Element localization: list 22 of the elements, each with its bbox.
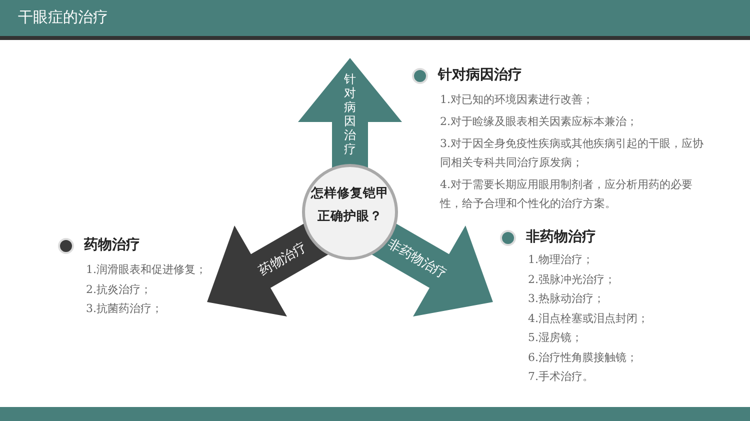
list-item: 3.热脉动治疗； xyxy=(528,291,606,307)
list-item: 1.润滑眼表和促进修复； xyxy=(86,262,208,278)
list-item: 2.对于睑缘及眼表相关因素应标本兼治； xyxy=(440,114,638,130)
question-text: 怎样修复铠甲正确护眼？ xyxy=(311,184,389,225)
list-item: 3.对于因全身免疫性疾病或其他疾病引起的干眼，应协同相关专科共同治疗原发病； xyxy=(440,136,704,171)
section-heading: 非药物治疗 xyxy=(526,228,596,246)
list-item: 4.泪点栓塞或泪点封闭； xyxy=(528,310,650,326)
arrow-label: 药物治疗 xyxy=(256,238,310,281)
list-item: 1.对已知的环境因素进行改善； xyxy=(440,92,594,108)
list-item: 2.强脉冲光治疗； xyxy=(528,272,616,288)
section-heading: 针对病因治疗 xyxy=(438,66,522,84)
list-item: 4.对于需要长期应用眼用制剂者，应分析用药的必要性，给予合理和个性化的治疗方案。 xyxy=(440,177,694,212)
list-item: 3.抗菌药治疗； xyxy=(86,301,164,317)
list-item: 6.治疗性角膜接触镜； xyxy=(528,350,638,366)
page-title: 干眼症的治疗 xyxy=(18,8,108,27)
list-item: 5.湿房镜； xyxy=(528,330,584,346)
section-heading: 药物治疗 xyxy=(84,236,140,254)
arrow-label: 非药物治疗 xyxy=(384,236,450,284)
list-item: 1.物理治疗； xyxy=(528,252,594,268)
arrow-label: 针对病因治疗 xyxy=(344,72,356,156)
list-item: 2.抗炎治疗； xyxy=(86,282,152,298)
list-item: 7.手术治疗。 xyxy=(528,369,594,385)
